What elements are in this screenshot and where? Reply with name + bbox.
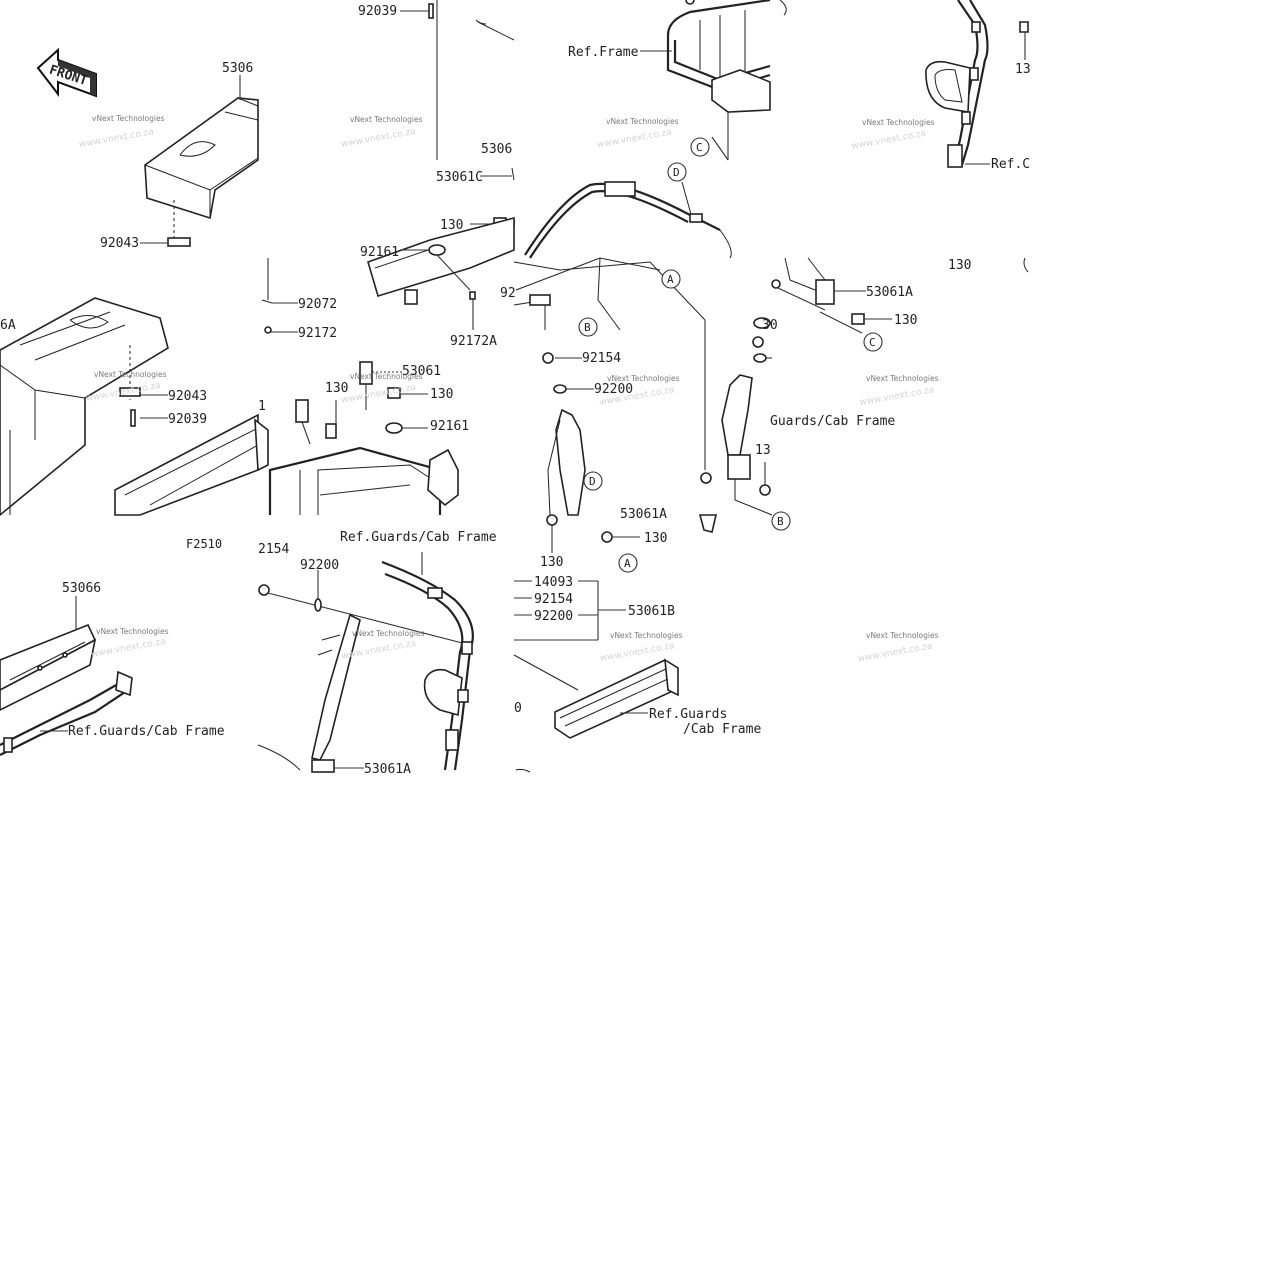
svg-text:www.vnext.co.za: www.vnext.co.za [340,383,416,406]
seat-cushion-top [140,75,259,247]
ref-circle-a-low: A [624,557,631,570]
watermark-12: www.vnext.co.za vNext Technologies [857,631,939,664]
watermark-3: www.vnext.co.za vNext Technologies [596,117,678,151]
label-53061A-a: 53061A [866,285,913,300]
svg-text:www.vnext.co.za: www.vnext.co.za [596,128,672,151]
label-92200-b: 92200 [300,558,339,573]
tile-bottom-cab-frame [257,552,474,773]
tile-top-middle [367,0,515,330]
svg-text:vNext Technologies: vNext Technologies [352,629,425,638]
label-ref-guards-right-2: /Cab Frame [683,722,761,737]
label-92154-a: 92154 [582,351,621,366]
side-rail-mid [114,413,269,516]
svg-text:vNext Technologies: vNext Technologies [866,374,939,383]
tile-seat-belt-right [698,317,791,533]
watermark-4: www.vnext.co.za vNext Technologies [851,118,935,152]
label-1-cut: 1 [258,399,266,414]
label-6A-left: 6A [0,318,16,333]
label-92072: 92072 [298,297,337,312]
svg-text:vNext Technologies: vNext Technologies [866,631,939,640]
front-arrow-icon: FRONT [36,47,97,98]
label-92039-top: 92039 [358,4,397,19]
label-14093: 14093 [534,575,573,590]
label-53066-top: 5306 [222,61,253,76]
svg-text:vNext Technologies: vNext Technologies [610,631,683,640]
label-53061C: 53061C [436,170,483,185]
svg-text:vNext Technologies: vNext Technologies [96,627,169,636]
label-92043-top: 92043 [100,236,139,251]
svg-text:www.vnext.co.za: www.vnext.co.za [90,637,166,660]
tile-frame [524,0,787,259]
label-92-cut: 92 [500,286,516,301]
label-2154-cut: 2154 [258,542,289,557]
label-53061A-cut: 53061A [620,507,667,522]
tile-seat-belt [513,257,706,573]
svg-text:www.vnext.co.za: www.vnext.co.za [851,129,927,152]
label-53061-mid: 53061 [402,364,441,379]
tile-bottom-left-rail [0,623,133,756]
watermark-9: www.vnext.co.za vNext Technologies [90,627,168,660]
label-53061A-bottom: 53061A [364,762,411,777]
seat-cushion-large [0,297,169,517]
tile-mid-center [261,258,459,515]
label-53061B: 53061B [628,604,675,619]
label-92172: 92172 [298,326,337,341]
svg-text:www.vnext.co.za: www.vnext.co.za [78,127,154,150]
label-5306-mid: 5306 [481,142,512,157]
label-130-b: 130 [325,381,348,396]
ref-circle-b-mid: B [584,321,591,334]
label-30-cut: 30 [762,318,778,333]
label-92154-b: 92154 [534,592,573,607]
svg-text:vNext Technologies: vNext Technologies [92,114,165,123]
label-f2510: F2510 [186,537,222,551]
watermark-2: www.vnext.co.za vNext Technologies [340,115,422,150]
label-92172A: 92172A [450,334,497,349]
ref-circle-c-top: C [696,141,703,154]
ref-circle-c-right: C [869,336,876,349]
watermark-11: www.vnext.co.za vNext Technologies [599,631,683,664]
tile-bottom-right [513,580,679,773]
label-ref-guards-cab-left: Ref.Guards/Cab Frame [68,724,225,739]
svg-text:www.vnext.co.za: www.vnext.co.za [340,127,416,150]
label-130-d: 130 [540,555,563,570]
label-ref-guards-right-1: Ref.Guards [649,707,727,722]
label-92161-b: 92161 [430,419,469,434]
label-53066-bottom: 53066 [62,581,101,596]
svg-text:www.vnext.co.za: www.vnext.co.za [857,641,933,664]
svg-text:vNext Technologies: vNext Technologies [862,118,935,127]
label-ref-guards-cab-top: Ref.Guards/Cab Frame [340,530,497,545]
svg-text:vNext Technologies: vNext Technologies [350,372,423,381]
watermark-6: www.vnext.co.za vNext Technologies [340,372,422,406]
watermark-8: www.vnext.co.za vNext Technologies [859,374,939,408]
label-92161-a: 92161 [360,245,399,260]
label-92200-a: 92200 [594,382,633,397]
ref-circle-d-top: D [673,166,680,179]
ref-circle-d-mid: D [589,475,596,488]
label-92200-c: 92200 [534,609,573,624]
tile-roll-bar [925,0,1029,168]
svg-text:vNext Technologies: vNext Technologies [607,374,680,383]
ref-circle-b-low: B [777,515,784,528]
label-0-cut: 0 [514,701,522,716]
label-130-c: 130 [430,387,453,402]
ref-circle-a-mid: A [667,273,674,286]
label-130-a: 130 [440,218,463,233]
svg-text:vNext Technologies: vNext Technologies [94,370,167,379]
label-92043-mid: 92043 [168,389,207,404]
label-92039-mid: 92039 [168,412,207,427]
tile-retractor [771,257,1029,352]
watermark-1: www.vnext.co.za vNext Technologies [78,114,164,150]
label-ref-frame: Ref.Frame [568,45,639,60]
label-guards-cab-cut: Guards/Cab Frame [770,414,895,429]
label-13-side: 13 [1015,62,1031,77]
label-130-g: 130 [894,313,917,328]
label-13-cut: 13 [755,443,771,458]
svg-text:vNext Technologies: vNext Technologies [606,117,679,126]
label-130-e: 130 [644,531,667,546]
svg-text:vNext Technologies: vNext Technologies [350,115,423,124]
label-130-h: 130 [948,258,971,273]
label-ref-c-cut: Ref.C [991,157,1030,172]
svg-text:www.vnext.co.za: www.vnext.co.za [859,385,935,408]
